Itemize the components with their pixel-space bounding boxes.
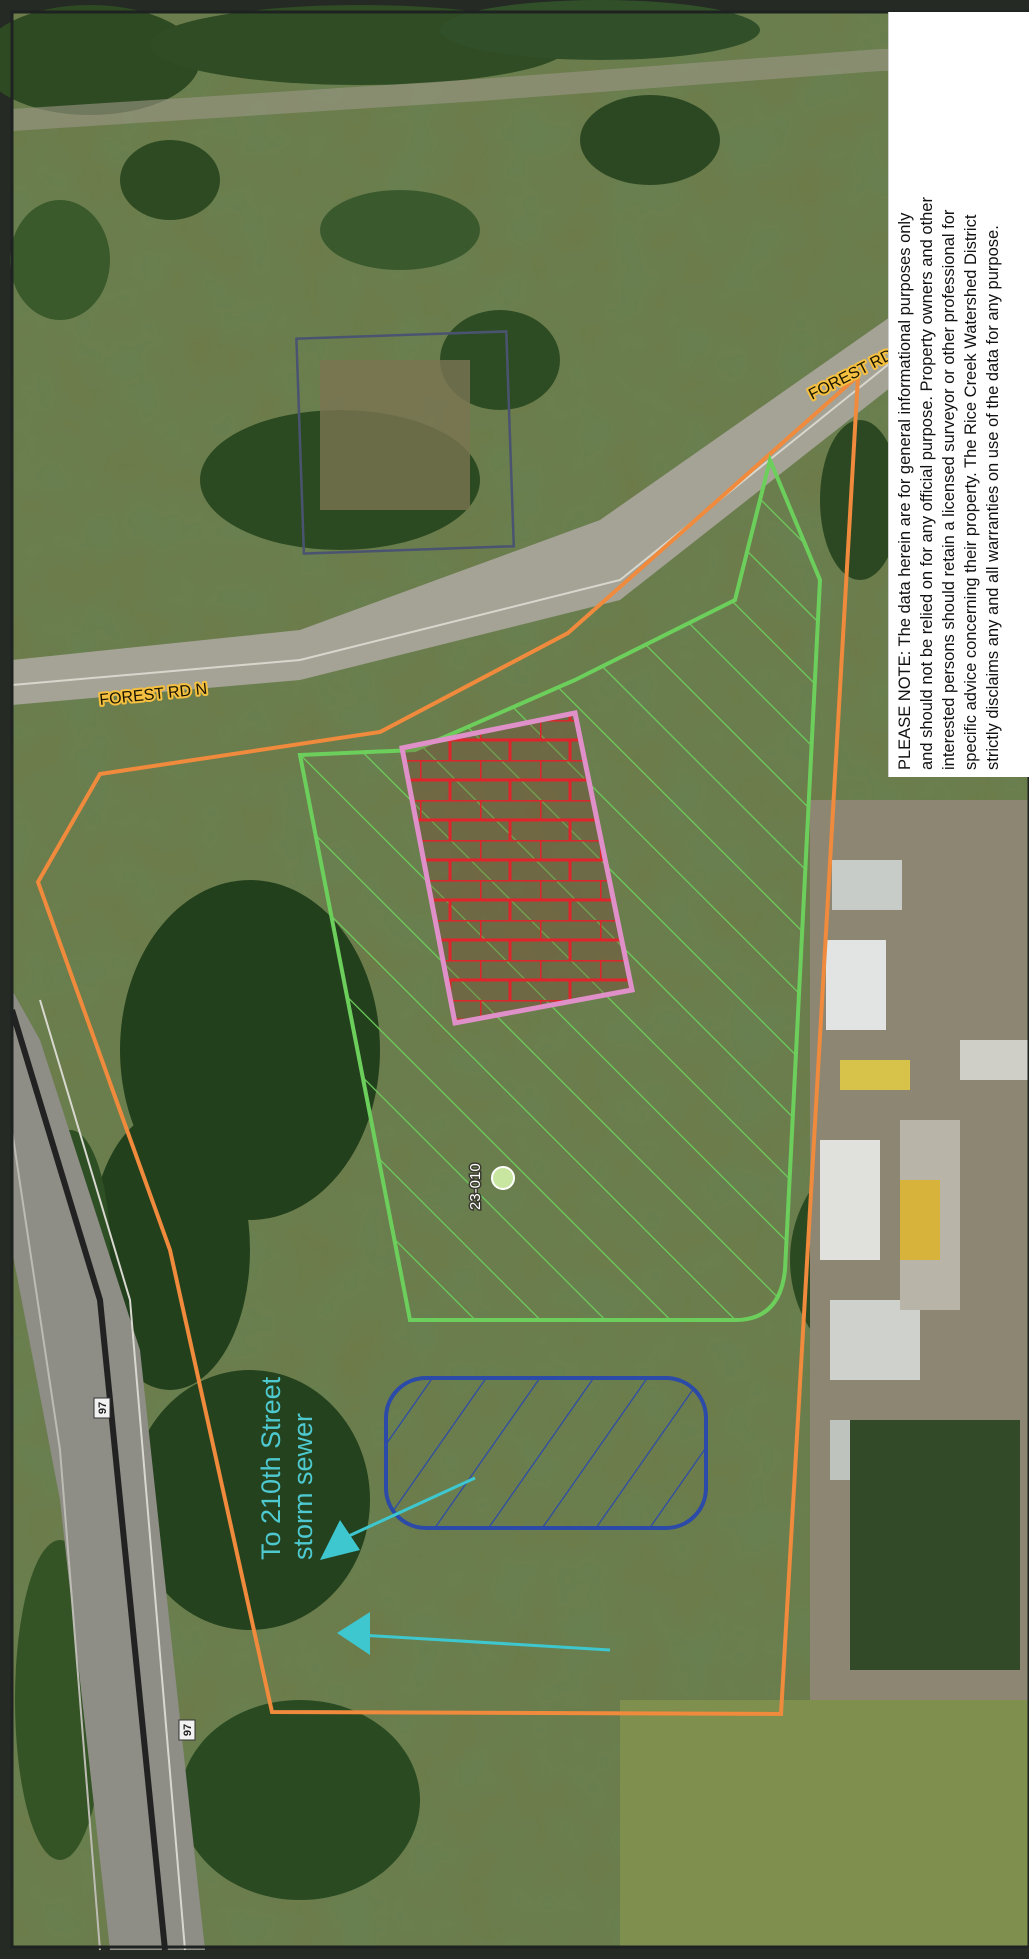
disclaimer-text: PLEASE NOTE: The data herein are for gen… — [896, 197, 1002, 770]
disclaimer-panel — [888, 12, 1029, 777]
tree-cluster — [10, 200, 110, 320]
red-brick-area[interactable] — [399, 710, 635, 1026]
flow-arrow — [337, 1612, 611, 1655]
svg-text:97: 97 — [97, 1402, 109, 1414]
highway-97 — [9, 990, 205, 1951]
highway-shield-upper: 97 — [93, 1397, 111, 1419]
site-boundary[interactable] — [35, 371, 861, 1717]
svg-text:97: 97 — [182, 1724, 194, 1736]
industrial-yard — [810, 800, 1029, 1700]
parcel-id-label: 23-010 — [467, 1163, 484, 1210]
tree-cluster — [820, 420, 900, 580]
parcel-marker-icon[interactable] — [491, 1166, 515, 1190]
fenced-lot — [295, 330, 516, 555]
highway-shield-lower: 97 — [178, 1719, 196, 1741]
open-field — [620, 1700, 1029, 1947]
tree-cluster — [0, 5, 200, 115]
tree-cluster — [180, 1700, 420, 1900]
tree-cluster — [120, 140, 220, 220]
tree-cluster — [580, 95, 720, 185]
tree-cluster — [130, 1370, 370, 1630]
blue-basin[interactable] — [384, 1376, 708, 1530]
flow-arrow — [320, 1476, 476, 1560]
tree-cluster — [440, 0, 760, 60]
storm-sewer-label: To 210th Street storm sewer — [256, 1376, 318, 1560]
map-frame — [10, 10, 1029, 1949]
tree-cluster — [320, 190, 480, 270]
fenced-lot-clearing — [320, 360, 470, 510]
pink-outline — [399, 710, 635, 1026]
